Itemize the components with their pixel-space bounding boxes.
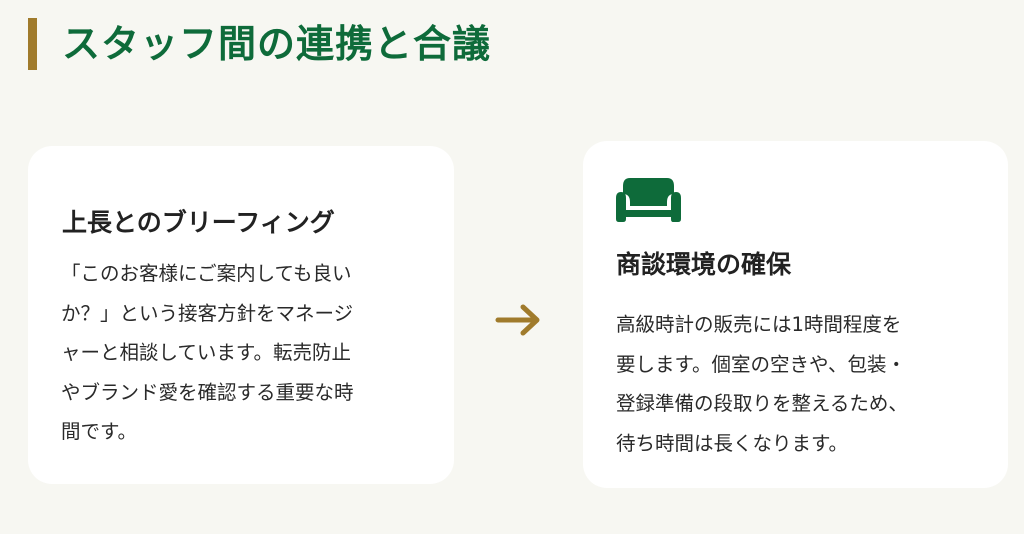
sofa-icon — [616, 178, 681, 222]
card-heading: 上長とのブリーフィング — [62, 208, 335, 237]
arrow-right-icon — [495, 304, 540, 336]
card-briefing: 上長とのブリーフィング 「このお客様にご案内しても良い か？」という接客方針をマ… — [28, 146, 454, 484]
title-accent-bar — [28, 18, 37, 70]
page-title: スタッフ間の連携と合議 — [62, 21, 492, 66]
card-meeting-environment: 商談環境の確保 高級時計の販売には1時間程度を 要します。個室の空きや、包装・ … — [583, 141, 1008, 488]
line: 「このお客様にご案内しても良い か？」という接客方針をマネージ ャーと相談してい… — [61, 262, 354, 443]
card-body: 高級時計の販売には1時間程度を 要します。個室の空きや、包装・ 登録準備の段取り… — [616, 305, 986, 463]
section-header: スタッフ間の連携と合議 — [28, 18, 491, 70]
line: 高級時計の販売には1時間程度を 要します。個室の空きや、包装・ 登録準備の段取り… — [616, 313, 908, 455]
card-body: 「このお客様にご案内しても良い か？」という接客方針をマネージ ャーと相談してい… — [61, 254, 431, 452]
card-heading: 商談環境の確保 — [616, 250, 792, 279]
